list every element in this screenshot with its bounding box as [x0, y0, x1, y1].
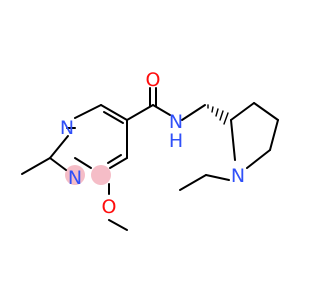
atom-o-carbonyl: O	[146, 69, 161, 91]
molecule-diagram: N N O N H O N	[21, 69, 279, 231]
atom-n-pyrrolidine: N	[231, 165, 245, 187]
bond-o-ch3	[108, 219, 128, 231]
bond-n3-c2	[74, 157, 92, 169]
bond-c2-n3	[49, 157, 67, 171]
atom-n-amide: N	[169, 111, 183, 133]
atom-h-amide: H	[169, 130, 183, 152]
structure-canvas: N N O N H O N	[21, 69, 279, 231]
atom-n-ring-top: N	[60, 117, 74, 139]
bond-c6-c5	[100, 104, 128, 121]
bond-n-ethyl	[205, 174, 230, 181]
highlight-c4	[91, 165, 111, 185]
bond-c4-n3-inner	[107, 154, 122, 164]
bond-c5-carbonyl	[126, 104, 154, 121]
bond-c3-c4	[253, 102, 279, 121]
bond-c4-c5	[269, 119, 279, 151]
atom-o-methoxy: O	[102, 196, 117, 218]
bond-c5-n	[246, 149, 271, 169]
bond-n1-c2	[49, 135, 69, 159]
bond-ethyl-ch3	[179, 174, 207, 191]
bond-c6-c5-inner	[103, 111, 124, 124]
bond-n1-c6	[74, 104, 102, 119]
bond-carbonyl-n	[152, 104, 171, 116]
atom-n-ring-bottom: N	[68, 167, 82, 189]
highlight-n3	[65, 165, 85, 185]
bond-c4-n3	[109, 157, 128, 169]
stereo-hash-bond	[207, 104, 229, 125]
bond-n-ch2	[181, 104, 206, 121]
bond-c2-methyl	[21, 157, 51, 175]
bond-c2-n	[230, 119, 236, 161]
bond-c2-c3	[230, 102, 255, 121]
